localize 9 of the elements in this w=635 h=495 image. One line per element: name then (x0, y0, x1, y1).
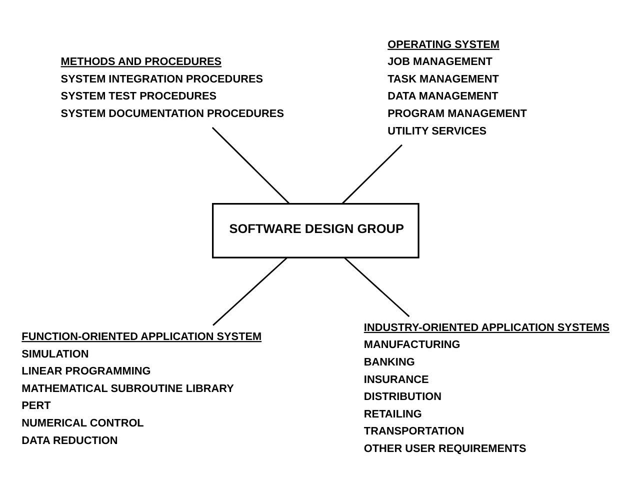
connector (212, 256, 288, 326)
node-box: SOFTWARE DESIGN GROUP (212, 202, 420, 258)
connector (342, 144, 402, 204)
connector (212, 126, 290, 204)
node-text: OPERATING SYSTEM JOB MANAGEMENT TASK MANAGEMENT DATA MANAGEMENT PROGRAM MANAGEMENT UTILITY SERVICES (388, 38, 527, 137)
node-text: INDUSTRY-ORIENTED APPLICATION SYSTEMS MANUFACTURING BANKING INSURANCE DISTRIBUTION RETAILING TRANSPORTATION OTHER USER REQUIREMENTS (364, 321, 610, 454)
connector (344, 256, 410, 317)
node-text: FUNCTION-ORIENTED APPLICATION SYSTEM SIMULATION LINEAR PROGRAMMING MATHEMATICAL SUBROUTINE LIBRARY PERT NUMERICAL CONTROL DATA REDUCTION (22, 330, 262, 446)
node-text: METHODS AND PROCEDURES SYSTEM INTEGRATION PROCEDURES SYSTEM TEST PROCEDURES SYSTEM DOCUMENTATION PROCEDURES (60, 56, 284, 120)
